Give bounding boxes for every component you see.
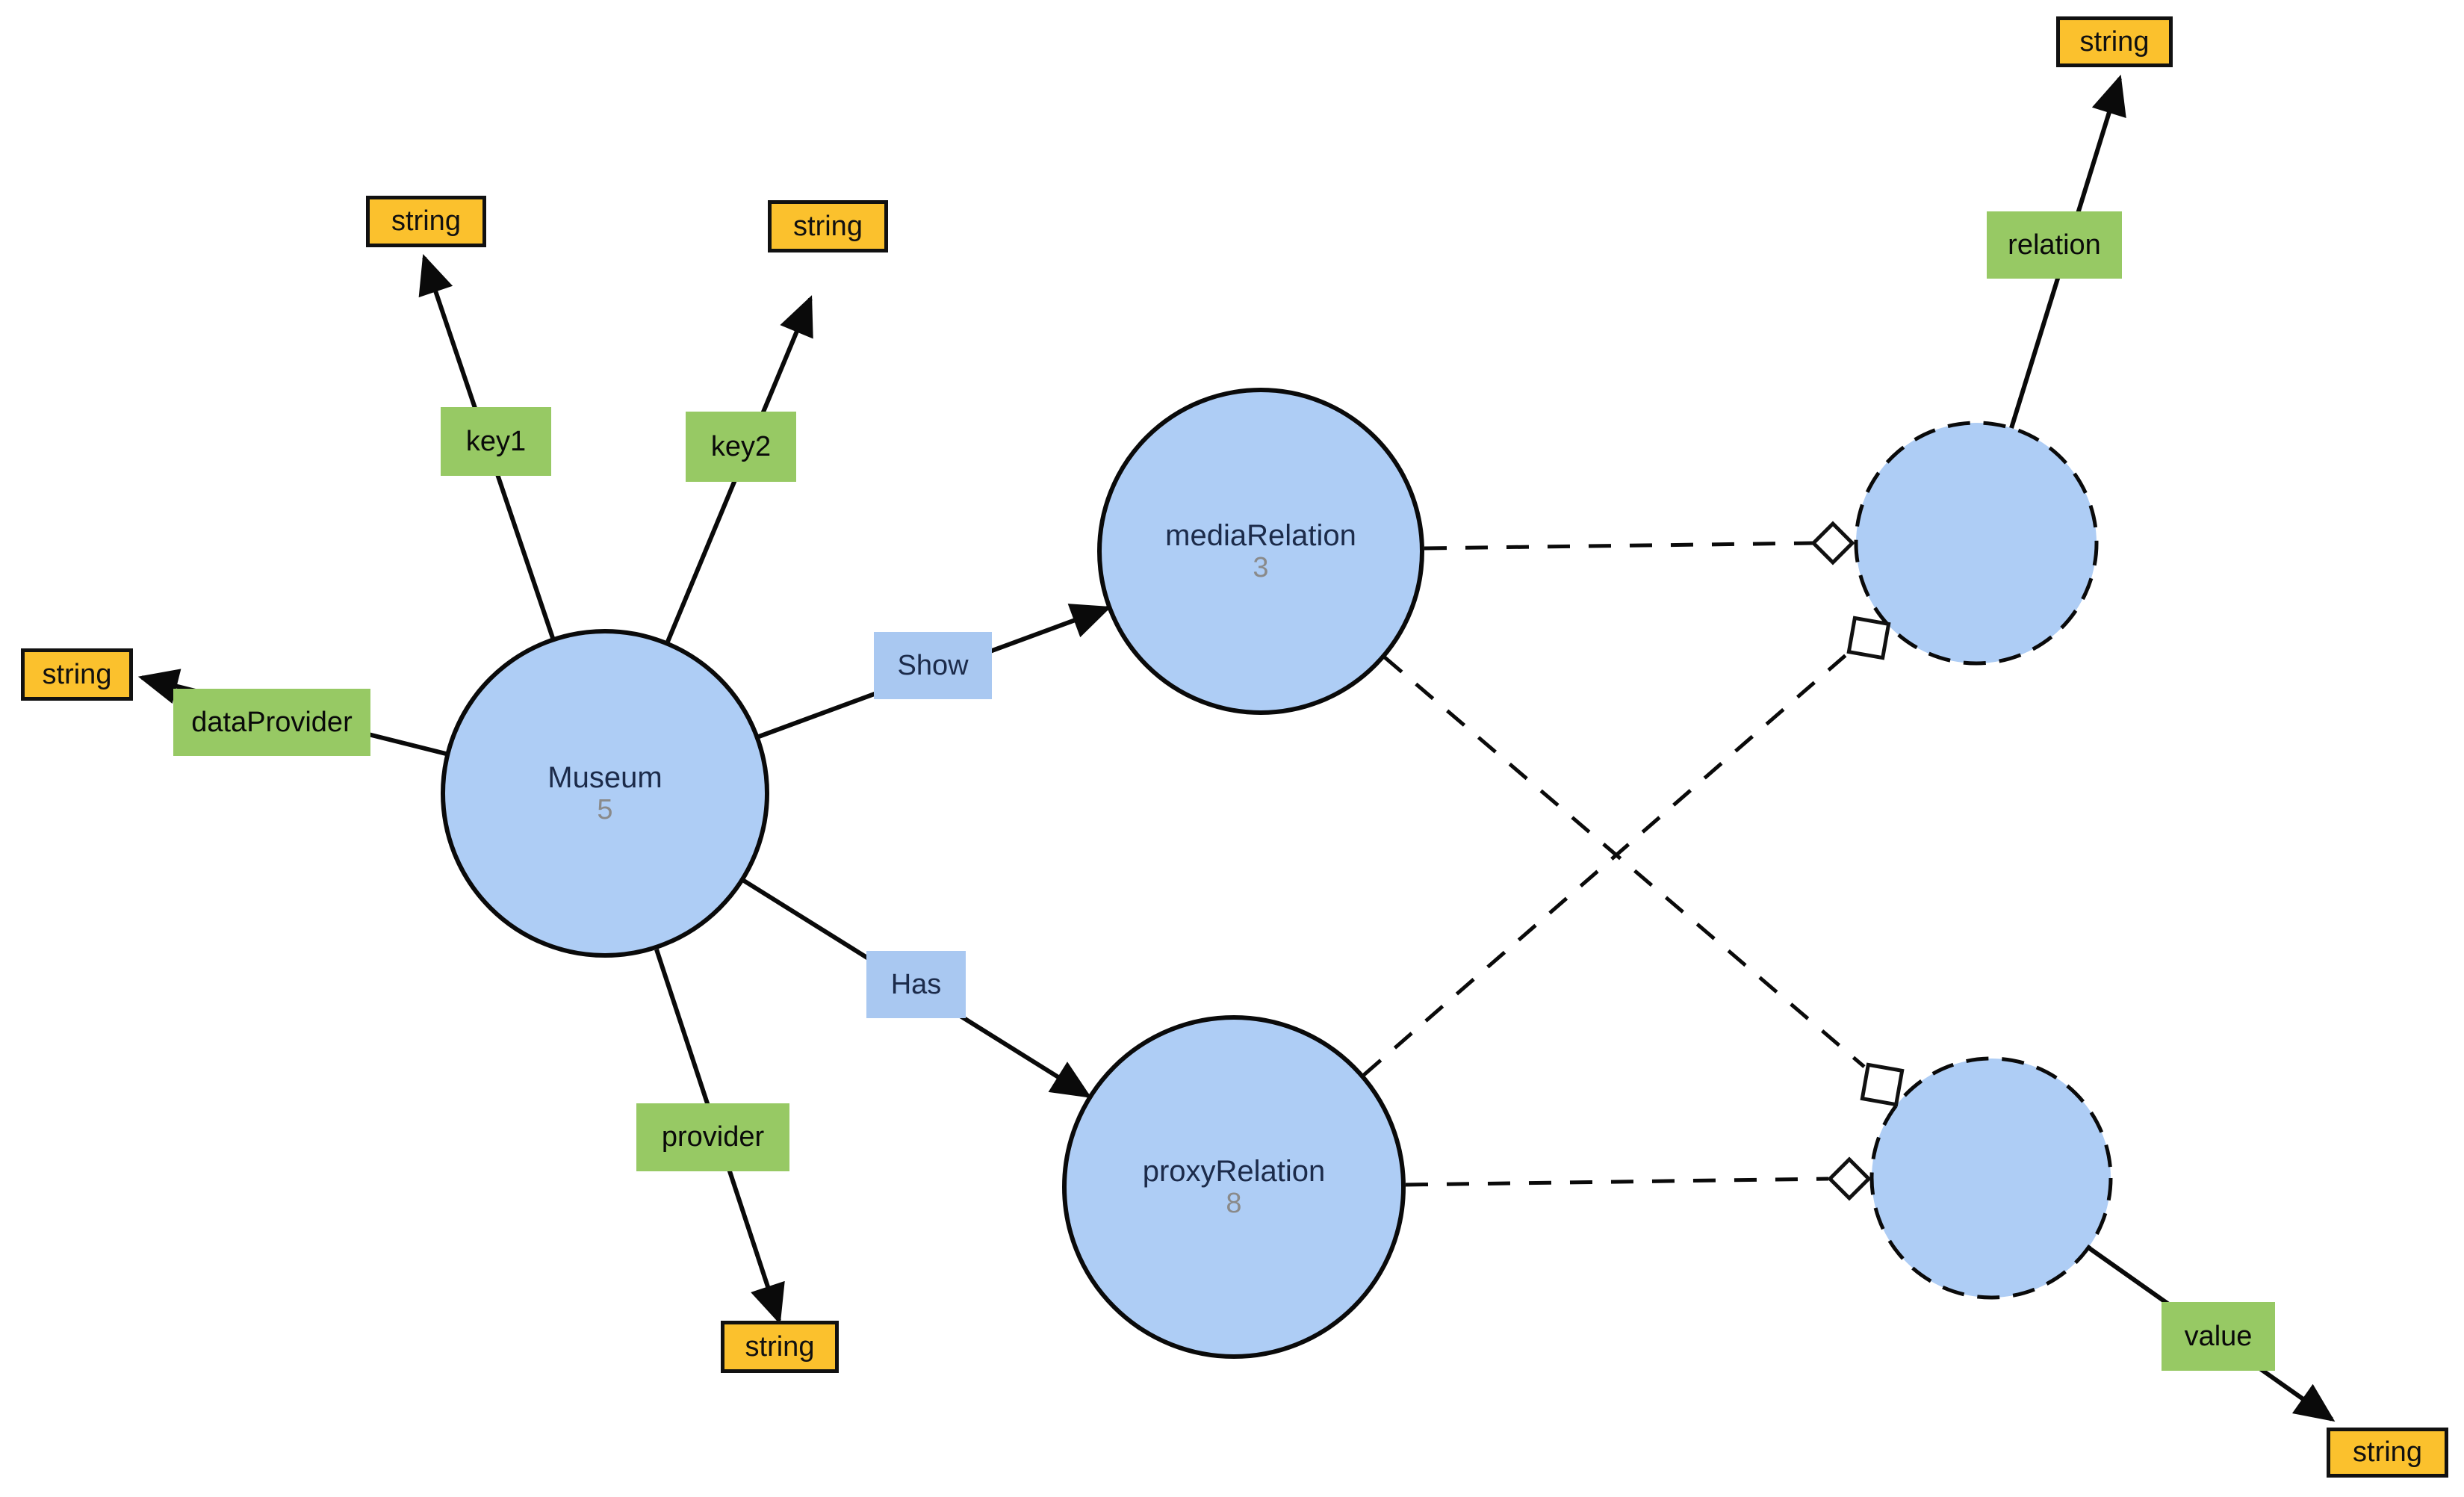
- dashed-link-mediarelation-to-top-diamond: [1424, 541, 1814, 551]
- node-media-relation-count: 3: [1253, 552, 1269, 584]
- dashed-link-proxyrelation-to-bottom-diamond: [1405, 1177, 1829, 1187]
- attribute-label-relation[interactable]: relation: [1987, 211, 2122, 279]
- datatype-box-dataprovider-string[interactable]: string: [21, 648, 133, 701]
- node-proxy-relation[interactable]: proxyRelation 8: [1062, 1015, 1406, 1359]
- node-proxy-relation-count: 8: [1226, 1188, 1242, 1220]
- attribute-label-value[interactable]: value: [2162, 1302, 2275, 1371]
- node-anonymous-top[interactable]: [1854, 421, 2099, 666]
- datatype-box-value-string[interactable]: string: [2327, 1428, 2448, 1478]
- attribute-label-key1[interactable]: key1: [441, 407, 551, 476]
- datatype-box-key2-string[interactable]: string: [768, 200, 888, 252]
- node-anonymous-bottom[interactable]: [1869, 1056, 2113, 1300]
- square-marker-top: [1846, 616, 1891, 660]
- dashed-link-mediarelation-to-bottom-square: [1383, 656, 1866, 1068]
- attribute-label-provider[interactable]: provider: [636, 1103, 789, 1171]
- datatype-box-key1-string[interactable]: string: [366, 196, 486, 247]
- attribute-label-key2[interactable]: key2: [686, 412, 796, 482]
- diamond-marker-bottom: [1827, 1156, 1872, 1201]
- diamond-marker-top: [1810, 521, 1855, 565]
- node-museum-count: 5: [597, 794, 613, 826]
- datatype-box-provider-string[interactable]: string: [721, 1321, 839, 1373]
- node-museum-label: Museum: [547, 761, 662, 795]
- edge-label-show[interactable]: Show: [874, 632, 992, 699]
- node-media-relation-label: mediaRelation: [1165, 519, 1356, 553]
- edge-label-has[interactable]: Has: [866, 951, 966, 1018]
- node-museum[interactable]: Museum 5: [441, 629, 769, 958]
- attribute-label-dataprovider[interactable]: dataProvider: [173, 689, 370, 756]
- datatype-box-relation-string[interactable]: string: [2056, 16, 2173, 67]
- node-proxy-relation-label: proxyRelation: [1142, 1155, 1326, 1188]
- node-media-relation[interactable]: mediaRelation 3: [1097, 388, 1424, 715]
- square-marker-bottom: [1860, 1062, 1905, 1107]
- dashed-link-proxyrelation-to-top-square: [1362, 650, 1852, 1076]
